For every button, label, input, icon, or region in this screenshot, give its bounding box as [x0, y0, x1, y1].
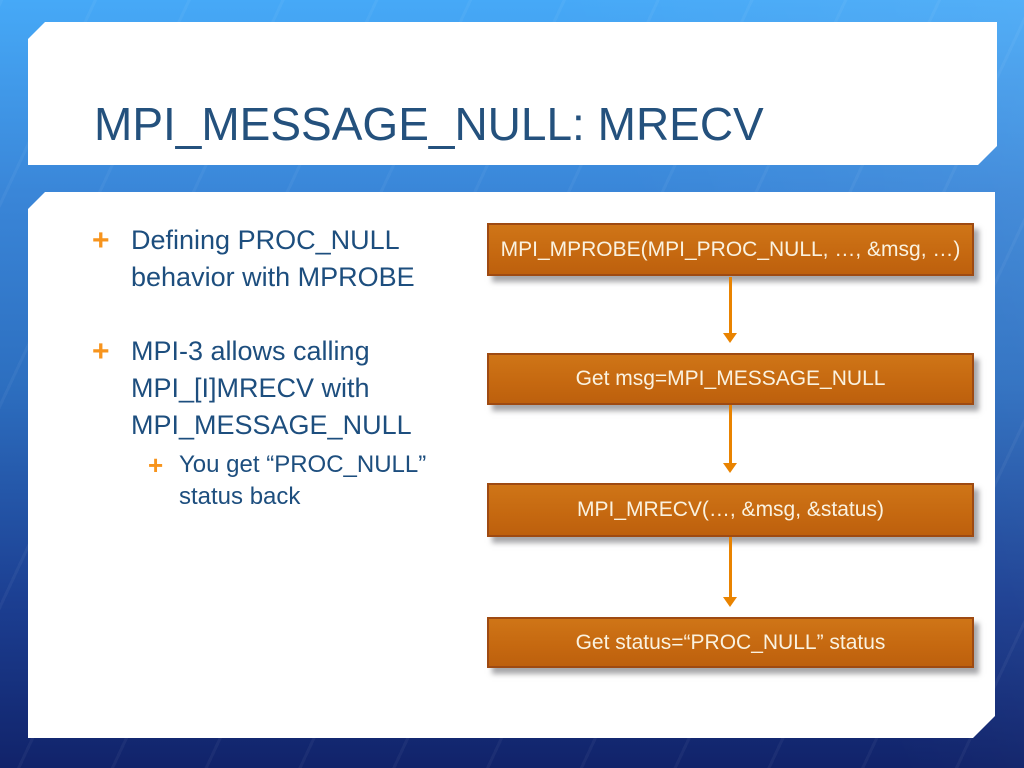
flow-step-label: Get msg=MPI_MESSAGE_NULL: [575, 367, 886, 390]
slide-title-bar: MPI_MESSAGE_NULL: MRECV: [28, 22, 997, 165]
slide-title: MPI_MESSAGE_NULL: MRECV: [94, 98, 764, 150]
flow-step-mrecv: MPI_MRECV(…, &msg, &status): [487, 483, 974, 537]
bullet-text: Defining PROC_NULL behavior with MPROBE: [131, 225, 415, 292]
flow-step-label: MPI_MPROBE(MPI_PROC_NULL, …, &msg, …): [500, 237, 961, 261]
flow-step-mprobe: MPI_MPROBE(MPI_PROC_NULL, …, &msg, …): [487, 223, 974, 276]
arrow-down-icon: [729, 537, 732, 598]
bullet-item-mpi3-allows: + MPI-3 allows calling MPI_[I]MRECV with…: [92, 333, 466, 444]
plus-bullet-icon: +: [92, 224, 110, 257]
plus-bullet-icon: +: [148, 450, 164, 480]
bullet-text: MPI-3 allows calling MPI_[I]MRECV with M…: [131, 336, 412, 440]
plus-bullet-icon: +: [92, 335, 110, 368]
bullet-item-defining-proc-null: + Defining PROC_NULL behavior with MPROB…: [92, 222, 466, 296]
slide-content-panel: + Defining PROC_NULL behavior with MPROB…: [28, 192, 995, 738]
flow-step-label: Get status=“PROC_NULL” status: [575, 630, 886, 654]
flow-step-label: MPI_MRECV(…, &msg, &status): [577, 498, 884, 521]
arrow-down-icon: [729, 405, 732, 464]
flow-step-get-msg: Get msg=MPI_MESSAGE_NULL: [487, 353, 974, 405]
flow-step-get-status: Get status=“PROC_NULL” status: [487, 617, 974, 668]
arrow-down-icon: [729, 277, 732, 334]
bullet-item-proc-null-status: + You get “PROC_NULL” status back: [148, 449, 479, 513]
bullet-text: You get “PROC_NULL” status back: [179, 451, 427, 510]
